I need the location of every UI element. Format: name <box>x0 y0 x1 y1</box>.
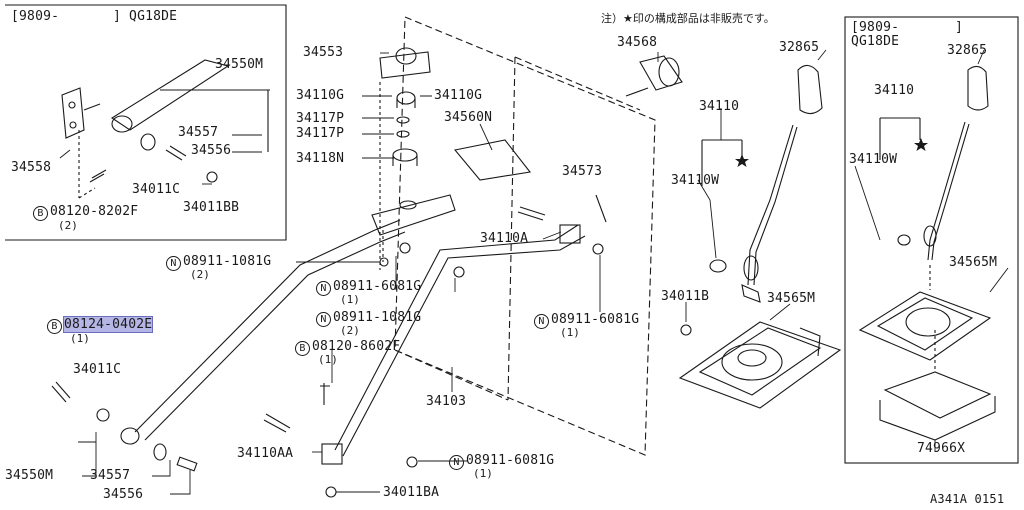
label-32865-inset[interactable]: 32865 <box>947 43 988 58</box>
label-34011C[interactable]: 34011C <box>73 362 122 377</box>
label-34550M-inset[interactable]: 34550M <box>215 57 264 72</box>
small-fasteners <box>51 87 692 498</box>
label-34556[interactable]: 34556 <box>103 487 144 502</box>
qty-08911-6081G-c: (1) <box>560 326 580 339</box>
bolt-symbol-icon: B <box>33 206 48 221</box>
label-34011B[interactable]: 34011B <box>661 289 710 304</box>
label-08911-6081G-c-text: 08911-6081G <box>551 312 640 327</box>
assembly-dashed-outline <box>394 16 656 456</box>
label-34110W[interactable]: 34110W <box>671 173 720 188</box>
label-08120-8602F-text: 08120-8602F <box>312 339 401 354</box>
label-34117P-1[interactable]: 34117P <box>296 111 345 126</box>
note-text: 注）★印の構成部品は非販売です。 <box>601 12 775 25</box>
label-34550M[interactable]: 34550M <box>5 468 54 483</box>
inset-header-right: ] QG18DE <box>113 9 178 24</box>
label-34568[interactable]: 34568 <box>617 35 658 50</box>
label-08911-1081G-b-text: 08911-1081G <box>333 310 422 325</box>
label-34557-inset[interactable]: 34557 <box>178 125 219 140</box>
nut-symbol-icon: N <box>166 256 181 271</box>
qty-08120-8602F: (1) <box>318 353 338 366</box>
label-34565M[interactable]: 34565M <box>767 291 816 306</box>
lever-boot-34565M <box>678 321 842 409</box>
label-34110-inset[interactable]: 34110 <box>874 83 915 98</box>
inset-header-left: [9809- <box>11 9 60 24</box>
qty-08120-8202F: (2) <box>58 219 78 232</box>
qty-08911-1081G-b: (2) <box>340 324 360 337</box>
qty-08911-6081G-b: (1) <box>473 467 493 480</box>
label-34110[interactable]: 34110 <box>699 99 740 114</box>
label-34110G-left[interactable]: 34110G <box>296 88 345 103</box>
label-34560N[interactable]: 34560N <box>444 110 493 125</box>
label-74966X[interactable]: 74966X <box>917 441 966 456</box>
leader-lines <box>59 49 1009 495</box>
inset-right-header-model: QG18DE <box>851 34 900 49</box>
label-34558[interactable]: 34558 <box>11 160 52 175</box>
qty-08911-1081G-a: (2) <box>190 268 210 281</box>
inset-right-header-right: ] <box>955 20 964 35</box>
lever-socket-parts <box>379 47 532 181</box>
label-34556-inset[interactable]: 34556 <box>191 143 232 158</box>
label-08120-8202F-text: 08120-8202F <box>50 204 139 219</box>
inset-right-parts <box>858 65 996 441</box>
nut-symbol-icon: N <box>534 314 549 329</box>
nut-symbol-icon: N <box>316 312 331 327</box>
label-08911-6081G-b-text: 08911-6081G <box>466 453 555 468</box>
control-rod-34103 <box>321 224 586 465</box>
label-34557[interactable]: 34557 <box>90 468 131 483</box>
label-34011BA[interactable]: 34011BA <box>383 485 440 500</box>
figure-code: A341A 0151 <box>930 492 1005 506</box>
inset-frame-top-left <box>5 4 287 241</box>
label-34110G-right[interactable]: 34110G <box>434 88 483 103</box>
label-34110W-inset[interactable]: 34110W <box>849 152 898 167</box>
label-34011C-inset[interactable]: 34011C <box>132 182 181 197</box>
label-34110A[interactable]: 34110A <box>480 231 529 246</box>
star-marks <box>735 138 928 167</box>
bolt-symbol-icon: B <box>295 341 310 356</box>
label-34011BB[interactable]: 34011BB <box>183 200 240 215</box>
qty-08911-6081G-a: (1) <box>340 293 360 306</box>
knob-34568 <box>639 55 683 91</box>
inset-shift-rod <box>61 59 270 183</box>
label-34117P-2[interactable]: 34117P <box>296 126 345 141</box>
bolt-symbol-icon: B <box>47 319 62 334</box>
label-34565M-inset[interactable]: 34565M <box>949 255 998 270</box>
label-34573[interactable]: 34573 <box>562 164 603 179</box>
shift-rod-34550M <box>96 194 456 472</box>
label-34553[interactable]: 34553 <box>303 45 344 60</box>
nut-symbol-icon: N <box>316 281 331 296</box>
inset-frame-right <box>844 16 1019 464</box>
label-08124-0402E-text: 08124-0402E <box>62 316 154 333</box>
qty-08124-0402E: (1) <box>70 332 90 345</box>
nut-symbol-icon: N <box>449 455 464 470</box>
label-08911-1081G-a-text: 08911-1081G <box>183 254 272 269</box>
label-34103[interactable]: 34103 <box>426 394 467 409</box>
label-34110AA[interactable]: 34110AA <box>237 446 294 461</box>
label-34118N[interactable]: 34118N <box>296 151 345 166</box>
inset-right-header-left: [9809- <box>851 20 900 35</box>
label-08911-6081G-a-text: 08911-6081G <box>333 279 422 294</box>
label-32865[interactable]: 32865 <box>779 40 820 55</box>
